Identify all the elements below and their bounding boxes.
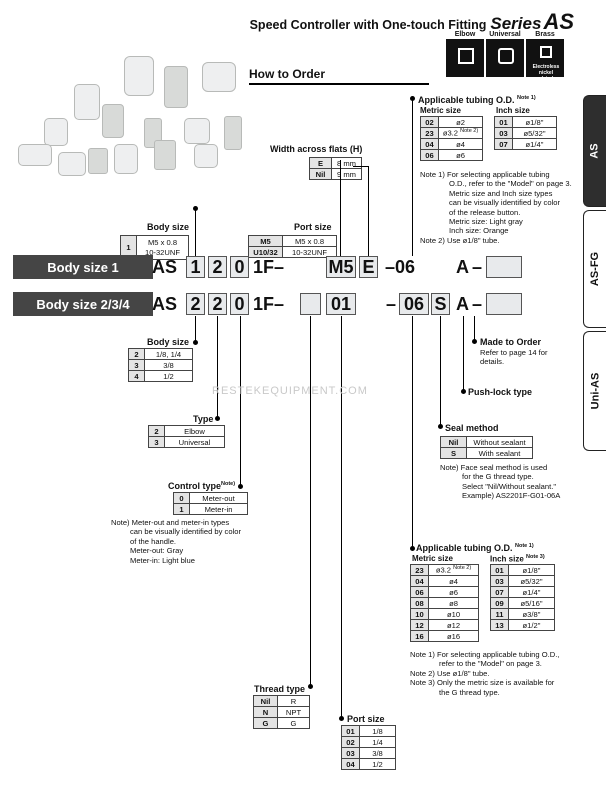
leader-line <box>195 316 196 344</box>
push-lock-title: Push-lock type <box>468 387 533 397</box>
made-to-order-title: Made to Order <box>480 337 542 347</box>
code-dash: – <box>472 257 483 277</box>
code-dash: – <box>386 294 397 314</box>
code-width-flats: E <box>359 256 378 278</box>
code-tubing: –06 <box>385 257 416 277</box>
leader-line <box>341 316 342 718</box>
tubing-top-title: Applicable tubing O.D. Note 1) <box>418 95 536 105</box>
body-size-title: Body size <box>147 222 190 232</box>
leader-line <box>412 98 413 256</box>
elbow-icon: Elbow <box>446 31 484 77</box>
type-title: Type <box>193 414 214 424</box>
tab-uni-as[interactable]: Uni-AS <box>583 331 606 451</box>
leader-line <box>195 208 196 256</box>
universal-icon: Universal <box>486 31 524 77</box>
leader-dot <box>472 339 477 344</box>
port-size-bot-title: Port size <box>347 714 385 724</box>
divider <box>249 83 429 85</box>
leader-line <box>463 316 464 392</box>
code-body-size: 1 <box>186 256 205 278</box>
code-dash: – <box>472 294 483 314</box>
code-prefix: AS <box>152 257 178 277</box>
leader-line <box>340 160 341 256</box>
body-size-2-band: Body size 2/3/4 <box>13 292 153 316</box>
code-prefix: AS <box>152 294 178 314</box>
code-thread-type <box>300 293 321 315</box>
code-push-lock: A <box>456 257 469 277</box>
leader-line <box>240 316 241 488</box>
tab-as[interactable]: AS <box>583 95 606 207</box>
code-port-size: M5 <box>326 256 356 278</box>
tab-as-fg[interactable]: AS-FG <box>583 210 606 328</box>
how-to-order-heading: How to Order <box>249 67 326 81</box>
leader-line <box>353 166 368 167</box>
port-size-title: Port size <box>294 222 332 232</box>
code-port-size: 01 <box>326 293 356 315</box>
leader-line <box>440 316 441 426</box>
product-photo <box>14 48 254 193</box>
metric-size-header: Metric size <box>420 106 461 115</box>
leader-line <box>217 316 218 419</box>
code-type: 2 <box>208 256 227 278</box>
metric-size-header: Metric size <box>412 554 453 563</box>
leader-dot <box>410 96 415 101</box>
control-title: Control typeNote) <box>168 481 236 491</box>
code-seal: S <box>431 293 450 315</box>
inch-size-header: Inch size Note 3) <box>490 554 545 564</box>
inch-size-header: Inch size <box>496 106 530 115</box>
leader-line <box>310 316 311 686</box>
leader-line <box>474 316 475 343</box>
body-size-bot-title: Body size <box>147 337 190 347</box>
leader-dot <box>339 716 344 721</box>
made-to-order-box <box>486 256 522 278</box>
leader-dot <box>215 416 220 421</box>
leader-dot <box>238 484 243 489</box>
body-size-1-band: Body size 1 <box>13 255 153 279</box>
thread-title: Thread type <box>254 684 306 694</box>
tubing-bot-notes: Note 1) For selecting applicable tubing … <box>410 650 560 697</box>
tubing-top-notes: Note 1) For selecting applicable tubing … <box>420 170 572 245</box>
tubing-bot-title: Applicable tubing O.D. Note 1) <box>416 543 534 553</box>
code-fixed: 1F– <box>253 257 285 277</box>
seal-title: Seal method <box>445 423 499 433</box>
code-tubing: 06 <box>399 293 429 315</box>
leader-dot <box>438 424 443 429</box>
leader-dot <box>461 389 466 394</box>
leader-dot <box>308 684 313 689</box>
code-type: 2 <box>208 293 227 315</box>
code-push-lock: A <box>456 294 469 314</box>
leader-line <box>412 316 413 548</box>
made-to-order-box <box>486 293 522 315</box>
code-control-type: 0 <box>230 256 249 278</box>
leader-dot <box>410 546 415 551</box>
leader-dot <box>193 206 198 211</box>
control-notes: Note) Meter-out and meter-in types can b… <box>111 518 242 565</box>
leader-line <box>368 166 369 256</box>
watermark: RESTEKEQUIPMENT.COM <box>212 385 368 397</box>
leader-dot <box>193 340 198 345</box>
code-body-size: 2 <box>186 293 205 315</box>
code-control-type: 0 <box>230 293 249 315</box>
width-flats-title: Width across flats (H) <box>270 144 363 154</box>
seal-notes: Note) Face seal method is used for the G… <box>440 463 561 501</box>
code-fixed: 1F– <box>253 294 285 314</box>
